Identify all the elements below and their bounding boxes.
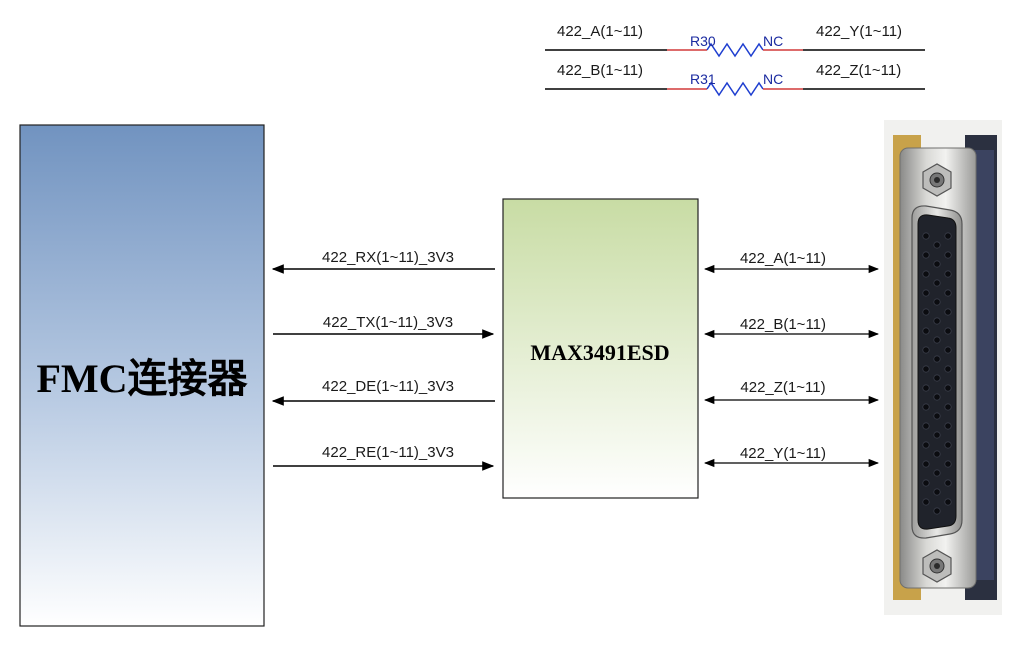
connector-pin-hole bbox=[944, 498, 952, 506]
connector-pin-hole bbox=[944, 365, 952, 373]
connector-pin-hole bbox=[933, 317, 941, 325]
screw-bottom-icon bbox=[922, 549, 952, 583]
connector-pin-hole bbox=[922, 422, 930, 430]
connector-pin-hole bbox=[944, 422, 952, 430]
connector-pin-hole bbox=[933, 450, 941, 458]
signal-de: 422_DE(1~11)_3V3 bbox=[271, 378, 495, 406]
connector-pin-hole bbox=[922, 308, 930, 316]
left-signal-bus: 422_RX(1~11)_3V3 422_TX(1~11)_3V3 422_DE… bbox=[271, 249, 495, 471]
connector-pin-hole bbox=[933, 355, 941, 363]
connector-pin-hole bbox=[922, 327, 930, 335]
connector-pin-hole bbox=[933, 241, 941, 249]
signal-label: 422_A(1~11) bbox=[740, 250, 826, 267]
signal-z: 422_Z(1~11) bbox=[703, 379, 880, 405]
connector-pin-hole bbox=[933, 298, 941, 306]
connector-pin-hole bbox=[944, 479, 952, 487]
signal-label: 422_TX(1~11)_3V3 bbox=[323, 314, 453, 331]
connector-pin-hole bbox=[922, 365, 930, 373]
connector-pin-hole bbox=[922, 384, 930, 392]
connector-pin-hole bbox=[933, 336, 941, 344]
connector-pin-hole bbox=[933, 469, 941, 477]
resistor-zigzag-icon bbox=[706, 81, 764, 97]
chip-block: MAX3491ESD bbox=[502, 198, 699, 499]
right-signal-bus: 422_A(1~11) 422_B(1~11) 422_Z(1~11) 422_… bbox=[703, 250, 880, 468]
fmc-block-label: FMC连接器 bbox=[36, 356, 248, 401]
connector-pin-hole bbox=[933, 279, 941, 287]
connector-pin-hole bbox=[922, 289, 930, 297]
db-connector-icon bbox=[884, 120, 1002, 615]
screw-top-icon bbox=[922, 163, 952, 197]
connector-pin-hole bbox=[933, 260, 941, 268]
connector-pin-hole bbox=[933, 488, 941, 496]
connector-pin-hole bbox=[922, 479, 930, 487]
signal-tx: 422_TX(1~11)_3V3 bbox=[273, 314, 495, 339]
connector-pin-hole bbox=[922, 441, 930, 449]
connector-pin-hole bbox=[944, 460, 952, 468]
signal-label: 422_RE(1~11)_3V3 bbox=[322, 444, 454, 461]
connector-pin-hole bbox=[944, 270, 952, 278]
connector-pin-hole bbox=[944, 384, 952, 392]
signal-label: 422_B(1~11) bbox=[740, 316, 826, 333]
connector-pin-hole bbox=[922, 270, 930, 278]
signal-a: 422_A(1~11) bbox=[703, 250, 880, 274]
connector-pin-hole bbox=[922, 403, 930, 411]
connector-pin-hole bbox=[922, 232, 930, 240]
resistor-value: NC bbox=[763, 71, 783, 87]
signal-label: 422_RX(1~11)_3V3 bbox=[322, 249, 454, 266]
connector-pin-hole bbox=[933, 507, 941, 515]
signal-rx: 422_RX(1~11)_3V3 bbox=[271, 249, 495, 274]
resistor-right-net-label: 422_Y(1~11) bbox=[816, 23, 902, 40]
resistor-row-r30: 422_A(1~11) R30 NC 422_Y(1~11) bbox=[545, 23, 925, 58]
connector-pin-hole bbox=[922, 460, 930, 468]
signal-b: 422_B(1~11) bbox=[703, 316, 880, 339]
resistor-left-net-label: 422_A(1~11) bbox=[557, 23, 643, 40]
signal-label: 422_DE(1~11)_3V3 bbox=[322, 378, 454, 395]
connector-pin-hole bbox=[933, 374, 941, 382]
connector-pin-hole bbox=[933, 431, 941, 439]
connector-pin-hole bbox=[944, 441, 952, 449]
chip-block-label: MAX3491ESD bbox=[530, 340, 669, 365]
connector-pin-hole bbox=[944, 251, 952, 259]
connector-pin-hole bbox=[922, 251, 930, 259]
connector-pin-hole bbox=[944, 232, 952, 240]
fmc-connector-block: FMC连接器 bbox=[19, 124, 265, 627]
connector-pin-hole bbox=[944, 403, 952, 411]
connector-pin-hole bbox=[944, 346, 952, 354]
connector-pin-hole bbox=[922, 346, 930, 354]
connector-pin-hole bbox=[944, 327, 952, 335]
resistor-value: NC bbox=[763, 33, 783, 49]
resistor-right-net-label: 422_Z(1~11) bbox=[816, 62, 901, 79]
connector-pin-hole bbox=[933, 412, 941, 420]
chip-block-rect bbox=[502, 198, 699, 499]
resistor-designator: R30 bbox=[690, 33, 716, 49]
signal-y: 422_Y(1~11) bbox=[703, 445, 880, 468]
connector-pin-hole bbox=[944, 289, 952, 297]
resistor-left-net-label: 422_B(1~11) bbox=[557, 62, 643, 79]
resistor-network: 422_A(1~11) R30 NC 422_Y(1~11) 422_B(1~1… bbox=[545, 23, 925, 97]
connector-pins bbox=[922, 232, 952, 515]
connector-pin-hole bbox=[922, 498, 930, 506]
signal-re: 422_RE(1~11)_3V3 bbox=[273, 444, 495, 471]
connector-pin-hole bbox=[944, 308, 952, 316]
fmc-block-rect bbox=[19, 124, 265, 627]
connector-pin-hole bbox=[933, 393, 941, 401]
signal-label: 422_Z(1~11) bbox=[740, 379, 825, 396]
resistor-designator: R31 bbox=[690, 71, 716, 87]
signal-label: 422_Y(1~11) bbox=[740, 445, 826, 462]
resistor-zigzag-icon bbox=[706, 42, 764, 58]
resistor-row-r31: 422_B(1~11) R31 NC 422_Z(1~11) bbox=[545, 62, 925, 97]
